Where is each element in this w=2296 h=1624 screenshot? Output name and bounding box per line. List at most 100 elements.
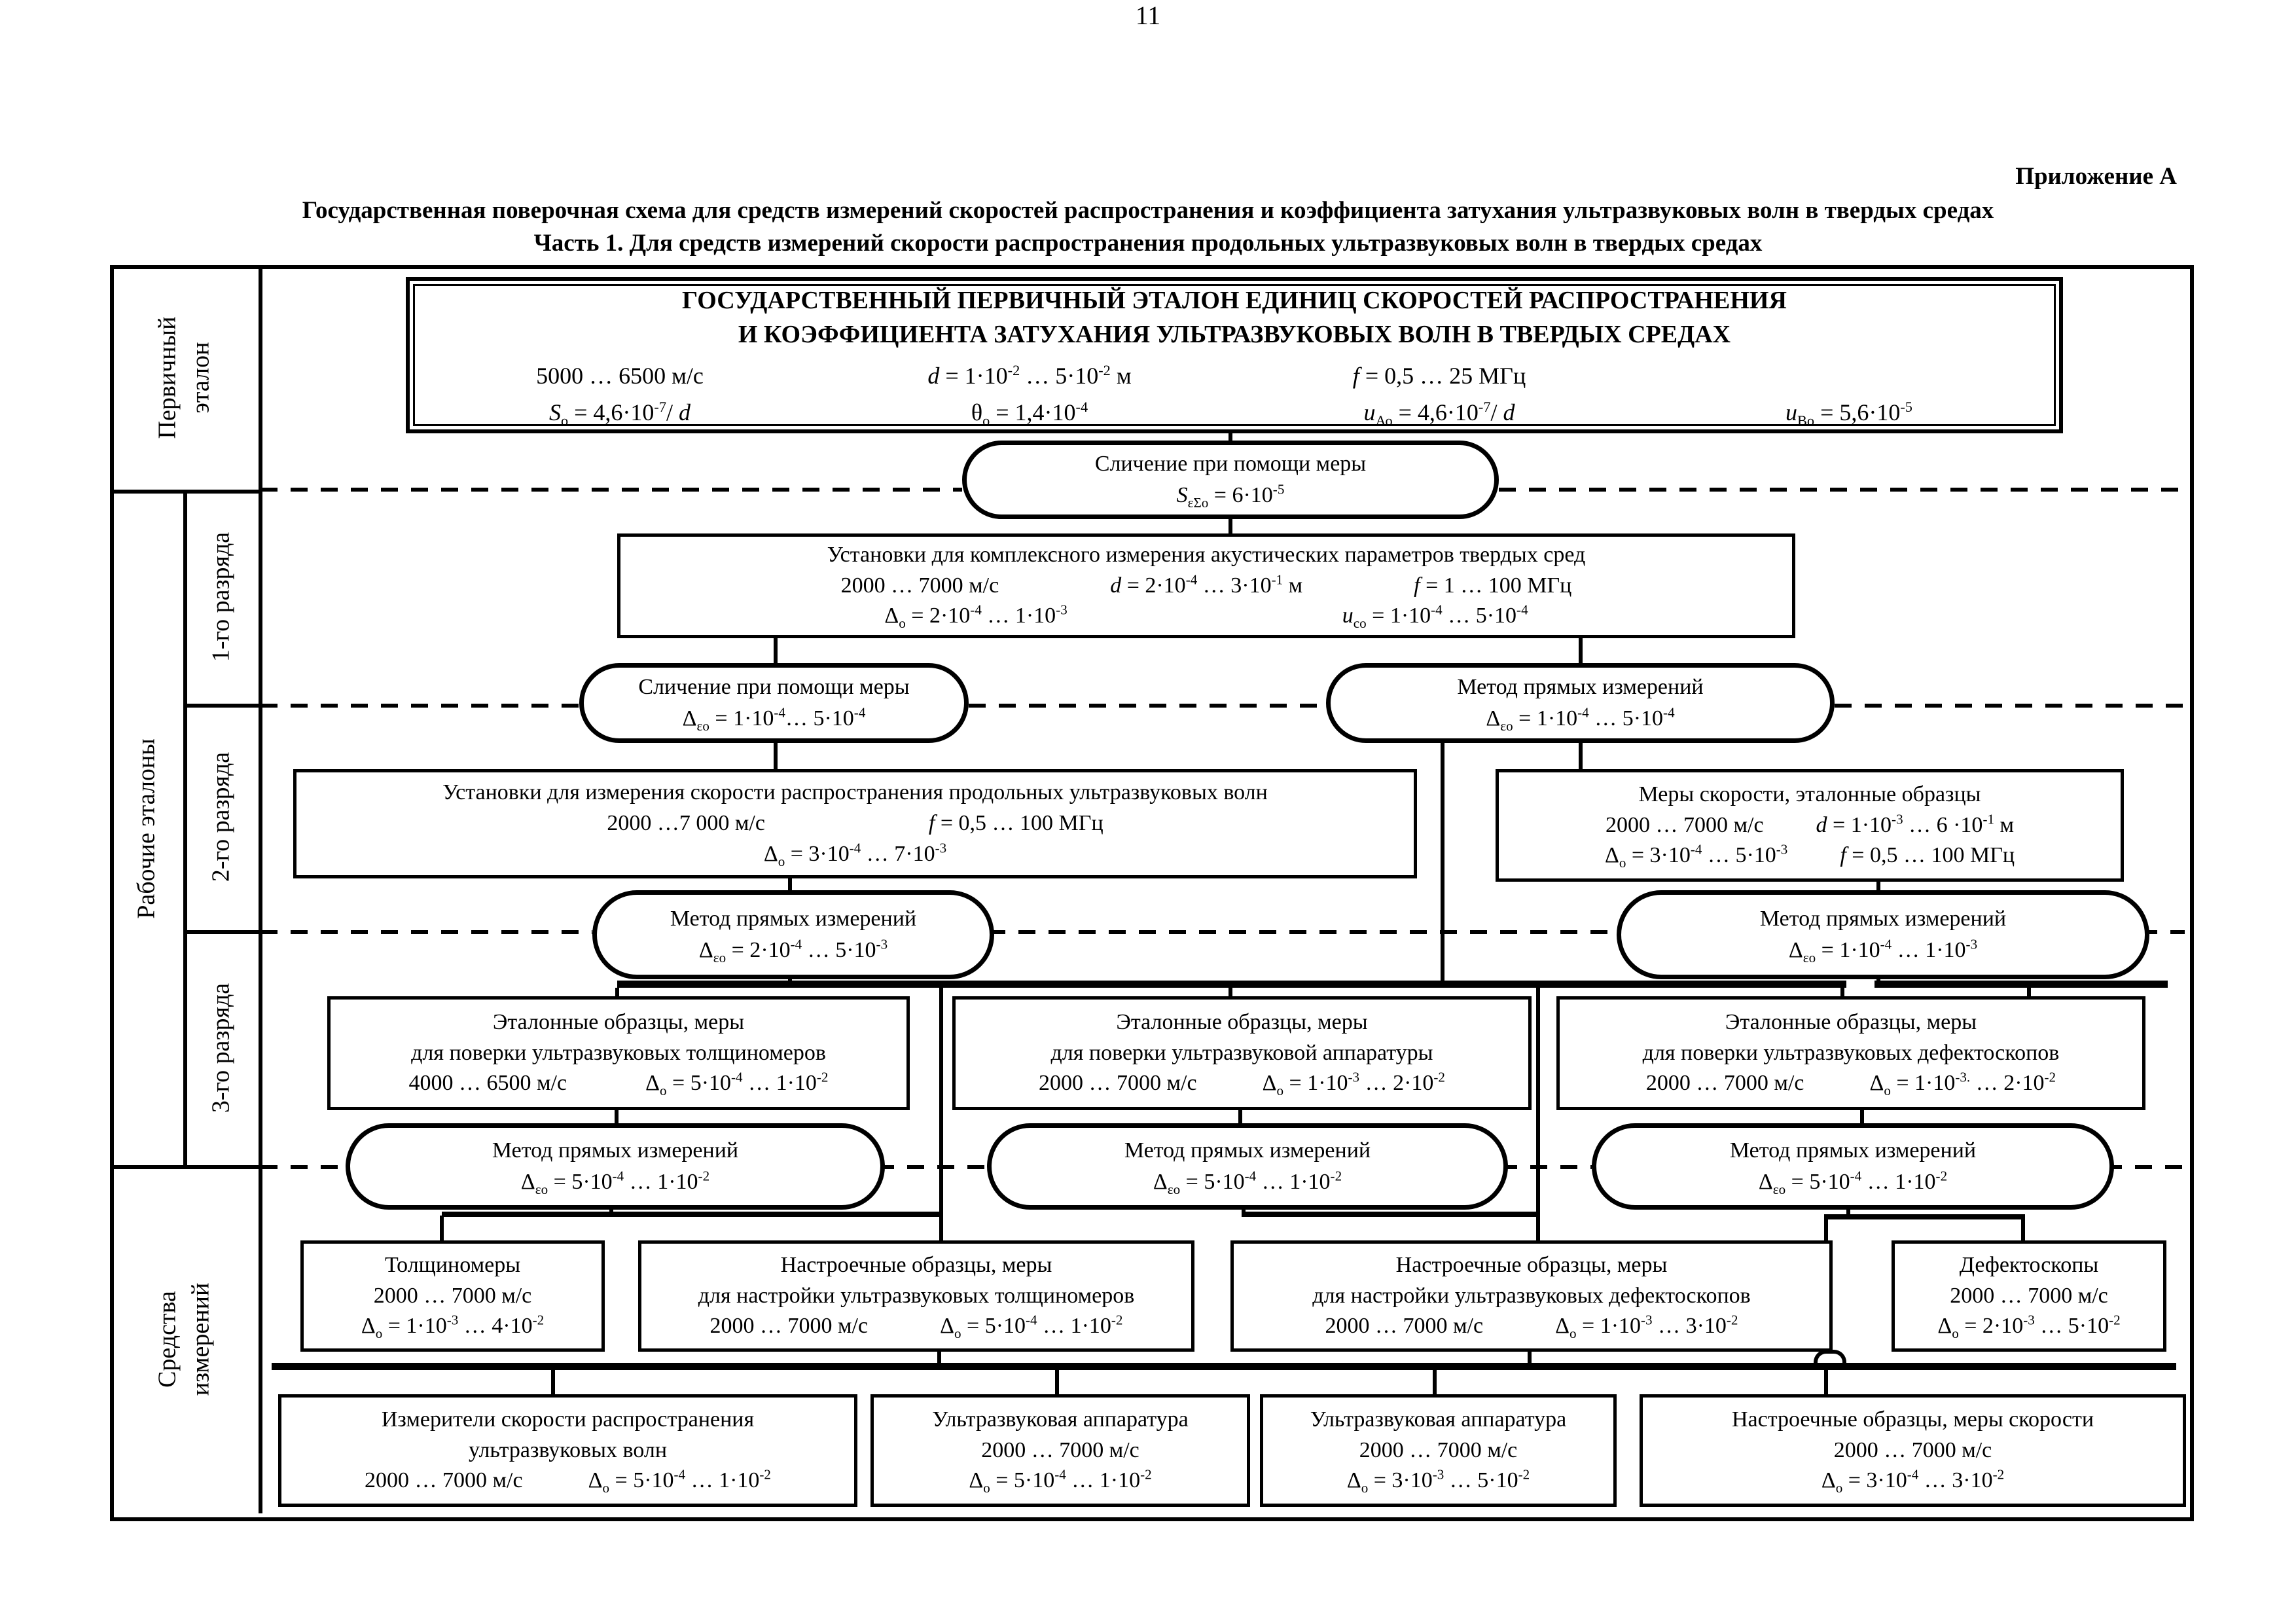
- node-speed-measures: Меры скорости, эталонные образцы 2000 … …: [1496, 769, 2124, 882]
- node-direct-method-rank1: Метод прямых измерений Δεо = 1·10-4 … 5·…: [1326, 663, 1835, 743]
- r4-4-delta: Δо = 2·10-3 … 5·10-2: [1937, 1312, 2121, 1342]
- dashed-separator: [1835, 704, 2185, 708]
- dashed-separator: [260, 488, 962, 492]
- dashed-separator: [969, 704, 1326, 708]
- speed-measures-delta: Δо = 3·10-4 … 5·10-3: [1604, 842, 1788, 871]
- diagram-frame: [110, 265, 2194, 1521]
- speed-measures-frequency: f = 0,5 … 100 МГц: [1840, 843, 2015, 868]
- speed-installations-frequency: f = 0,5 … 100 МГц: [928, 811, 1103, 836]
- scheme-subtitle: Часть 1. Для средств измерений скорости …: [533, 230, 1763, 257]
- dashed-separator: [988, 930, 1617, 934]
- g1-subtitle: для поверки ультразвуковых толщиномеров: [411, 1040, 826, 1065]
- connector-line: [939, 988, 943, 1243]
- r4-1-delta: Δо = 1·10-3 … 4·10-2: [361, 1312, 545, 1342]
- dashed-separator: [260, 930, 592, 934]
- direct-method-rank1-formula: Δεо = 1·10-4 … 5·10-4: [1486, 704, 1675, 734]
- comparison-title: Сличение при помощи меры: [1094, 452, 1367, 477]
- node-comparison-primary: Сличение при помощи меры SεΣо = 6·10-5: [962, 441, 1499, 519]
- connector-line: [1579, 740, 1583, 771]
- g1-title: Эталонные образцы, меры: [492, 1009, 745, 1034]
- sidebar-sub-divider: [183, 490, 187, 1167]
- complex-thickness-range: d = 2·10-4 … 3·10-1 м: [1110, 571, 1303, 598]
- comparison-rank1-title: Сличение при помощи меры: [638, 675, 910, 700]
- connector-line: [1536, 988, 1540, 1243]
- node-direct-method-rank3-1: Метод прямых измерений Δεо = 5·10-4 … 1·…: [346, 1123, 885, 1210]
- sidebar-label-rank2: 2-го разряда: [206, 751, 234, 882]
- dashed-separator: [1499, 488, 2185, 492]
- distribution-bar: [617, 981, 1846, 988]
- sidebar-cell-rank1: 1-го разряда: [183, 490, 259, 704]
- connector-line: [774, 740, 778, 771]
- page-number: 11: [1135, 1, 1161, 30]
- primary-speed-range: 5000 … 6500 м/с: [536, 362, 704, 389]
- h1-title: Метод прямых измерений: [492, 1138, 739, 1163]
- connector-line: [1229, 988, 1232, 1000]
- sidebar-cell-rank2: 2-го разряда: [183, 704, 259, 930]
- r5-2-speed: 2000 … 7000 м/с: [981, 1437, 1139, 1462]
- complex-speed-range: 2000 … 7000 м/с: [840, 573, 999, 598]
- sidebar-divider: [259, 265, 262, 1513]
- dashed-separator: [1500, 1165, 1592, 1169]
- r4-1-speed: 2000 … 7000 м/с: [373, 1283, 532, 1308]
- sidebar-label-working: Рабочие эталоны: [132, 738, 160, 919]
- r5-4-speed: 2000 … 7000 м/с: [1833, 1437, 1992, 1462]
- node-thickness-gauges: Толщиномеры 2000 … 7000 м/с Δо = 1·10-3 …: [300, 1240, 605, 1352]
- g2-delta: Δо = 1·10-3 … 2·10-2: [1262, 1070, 1445, 1099]
- sidebar-cell-rank3: 3-го разряда: [183, 930, 259, 1165]
- connector-line: [551, 1369, 555, 1396]
- connector-line: [1229, 425, 1232, 446]
- g2-subtitle: для поверки ультразвуковой аппаратуры: [1050, 1040, 1433, 1065]
- r5-2-title: Ультразвуковая аппаратура: [932, 1407, 1189, 1432]
- dashed-separator: [2105, 1165, 2185, 1169]
- sidebar-row-divider: [110, 1165, 262, 1169]
- distribution-bar: [442, 1212, 943, 1217]
- sidebar-label-rank3: 3-го разряда: [206, 983, 234, 1113]
- r4-4-title: Дефектоскопы: [1959, 1252, 2099, 1277]
- connector-line: [615, 1106, 619, 1126]
- distribution-bar: [1824, 1214, 2025, 1219]
- line-hop: [1814, 1350, 1846, 1368]
- complex-delta-formula: Δо = 2·10-4 … 1·10-3: [884, 602, 1067, 632]
- connector-line: [1846, 1202, 1850, 1218]
- sidebar-row-divider: [110, 490, 262, 494]
- r5-3-speed: 2000 … 7000 м/с: [1359, 1437, 1518, 1462]
- node-comparison-rank1: Сличение при помощи меры Δεо = 1·10-4… 5…: [579, 663, 969, 743]
- node-reference-samples-flaw: Эталонные образцы, меры для поверки ульт…: [1556, 996, 2145, 1110]
- connector-line: [774, 636, 778, 668]
- speed-measures-range: 2000 … 7000 м/с: [1605, 812, 1764, 837]
- connector-line: [1840, 988, 1844, 1000]
- node-setup-samples-speed: Настроечные образцы, меры скорости 2000 …: [1640, 1394, 2186, 1507]
- primary-title-line1: ГОСУДАРСТВЕННЫЙ ПЕРВИЧНЫЙ ЭТАЛОН ЕДИНИЦ …: [682, 287, 1787, 315]
- complex-title: Установки для комплексного измерения аку…: [827, 542, 1586, 567]
- connector-line: [1229, 517, 1232, 537]
- sidebar-cell-working: Рабочие эталоны: [110, 490, 183, 1167]
- r4-4-speed: 2000 … 7000 м/с: [1950, 1283, 2108, 1308]
- connector-line: [2027, 988, 2031, 1000]
- node-direct-method-rank3-3: Метод прямых измерений Δεо = 5·10-4 … 1·…: [1592, 1123, 2114, 1210]
- connector-line: [1055, 1369, 1059, 1396]
- node-flaw-detectors: Дефектоскопы 2000 … 7000 м/с Δо = 2·10-3…: [1892, 1240, 2166, 1352]
- node-ultrasonic-apparatus-2: Ультразвуковая аппаратура 2000 … 7000 м/…: [1260, 1394, 1617, 1507]
- r4-3-subtitle: для настройки ультразвуковых дефектоскоп…: [1312, 1283, 1751, 1308]
- node-speed-meters: Измерители скорости распространения ульт…: [278, 1394, 857, 1507]
- dashed-separator: [877, 1165, 987, 1169]
- r4-3-speed: 2000 … 7000 м/с: [1325, 1314, 1484, 1339]
- r5-1-speed: 2000 … 7000 м/с: [365, 1468, 523, 1493]
- direct-method-rank2-left-formula: Δεо = 2·10-4 … 5·10-3: [698, 936, 888, 965]
- direct-method-rank1-title: Метод прямых измерений: [1457, 675, 1704, 700]
- dashed-separator: [2140, 930, 2185, 934]
- node-reference-samples-apparatus: Эталонные образцы, меры для поверки ульт…: [952, 996, 1532, 1110]
- complex-frequency-range: f = 1 … 100 МГц: [1414, 573, 1572, 598]
- primary-s-formula: Sо = 4,6·10-7/ d: [548, 398, 691, 429]
- r5-4-delta: Δо = 3·10-4 … 3·10-2: [1821, 1467, 2005, 1496]
- g1-delta: Δо = 5·10-4 … 1·10-2: [645, 1070, 829, 1099]
- g2-speed: 2000 … 7000 м/с: [1039, 1071, 1197, 1096]
- g2-title: Эталонные образцы, меры: [1116, 1009, 1368, 1034]
- h3-title: Метод прямых измерений: [1729, 1138, 1977, 1163]
- connector-line: [1528, 1346, 1532, 1364]
- r5-3-title: Ультразвуковая аппаратура: [1310, 1407, 1567, 1432]
- node-primary-standard: ГОСУДАРСТВЕННЫЙ ПЕРВИЧНЫЙ ЭТАЛОН ЕДИНИЦ …: [406, 277, 2063, 433]
- r5-2-delta: Δо = 5·10-4 … 1·10-2: [969, 1467, 1152, 1496]
